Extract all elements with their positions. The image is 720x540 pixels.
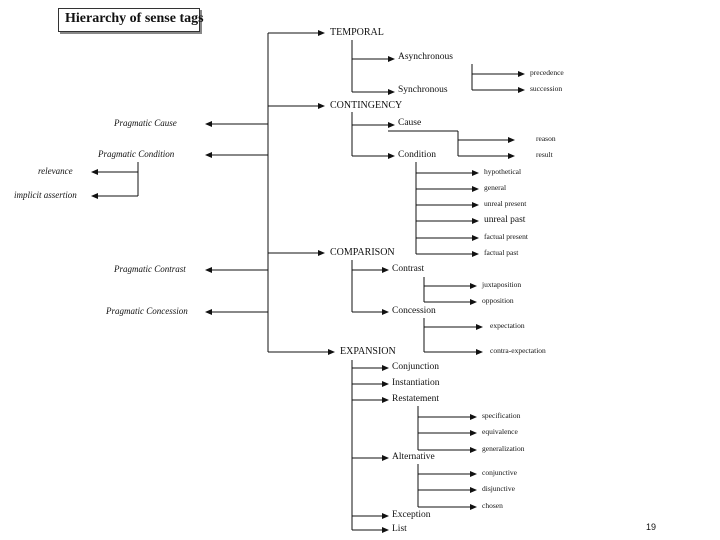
diagram-title: Hierarchy of sense tags — [65, 11, 204, 26]
leaf-succession: succession — [530, 84, 563, 93]
leaf-juxtaposition: juxtaposition — [482, 280, 522, 289]
leaf-unreal-present: unreal present — [484, 199, 527, 208]
leaf-equivalence: equivalence — [482, 427, 518, 436]
leaf-opposition: opposition — [482, 296, 514, 305]
leaf-precedence: precedence — [530, 68, 564, 77]
leaf-hypothetical: hypothetical — [484, 167, 522, 176]
leaf-expectation: expectation — [490, 321, 525, 330]
leaf-contra-expectation: contra-expectation — [490, 346, 546, 355]
pragmatic-concession: Pragmatic Concession — [106, 306, 188, 316]
node-condition: Condition — [398, 150, 437, 160]
leaf-disjunctive: disjunctive — [482, 484, 515, 493]
node-synchronous: Synchronous — [398, 85, 448, 95]
node-temporal: TEMPORAL — [330, 27, 384, 38]
leaf-factual-present: factual present — [484, 232, 528, 241]
leaf-result: result — [536, 150, 553, 159]
pragmatic-relevance: relevance — [38, 166, 73, 176]
leaf-specification: specification — [482, 411, 521, 420]
leaf-unreal-past: unreal past — [484, 215, 526, 225]
node-concession: Concession — [392, 306, 436, 316]
node-list: List — [392, 524, 407, 534]
node-cause: Cause — [398, 118, 422, 128]
leaf-general: general — [484, 183, 507, 192]
leaf-factual-past: factual past — [484, 248, 519, 257]
node-alternative: Alternative — [392, 452, 435, 462]
title-box: Hierarchy of sense tags — [58, 8, 204, 32]
node-expansion: EXPANSION — [340, 346, 396, 357]
node-instantiation: Instantiation — [392, 378, 440, 388]
node-comparison: COMPARISON — [330, 247, 395, 258]
leaf-chosen: chosen — [482, 501, 503, 510]
leaf-generalization: generalization — [482, 444, 525, 453]
node-contingency: CONTINGENCY — [330, 100, 403, 111]
leaf-reason: reason — [536, 134, 556, 143]
node-asynchronous: Asynchronous — [398, 52, 453, 62]
pragmatic-implicit-assertion: implicit assertion — [14, 190, 77, 200]
node-exception: Exception — [392, 510, 431, 520]
node-restatement: Restatement — [392, 394, 439, 404]
pragmatic-condition: Pragmatic Condition — [98, 149, 175, 159]
pragmatic-contrast: Pragmatic Contrast — [114, 264, 186, 274]
node-contrast: Contrast — [392, 264, 425, 274]
node-conjunction: Conjunction — [392, 362, 439, 372]
pragmatic-cause: Pragmatic Cause — [114, 118, 177, 128]
leaf-conjunctive: conjunctive — [482, 468, 517, 477]
page-number: 19 — [646, 522, 657, 532]
